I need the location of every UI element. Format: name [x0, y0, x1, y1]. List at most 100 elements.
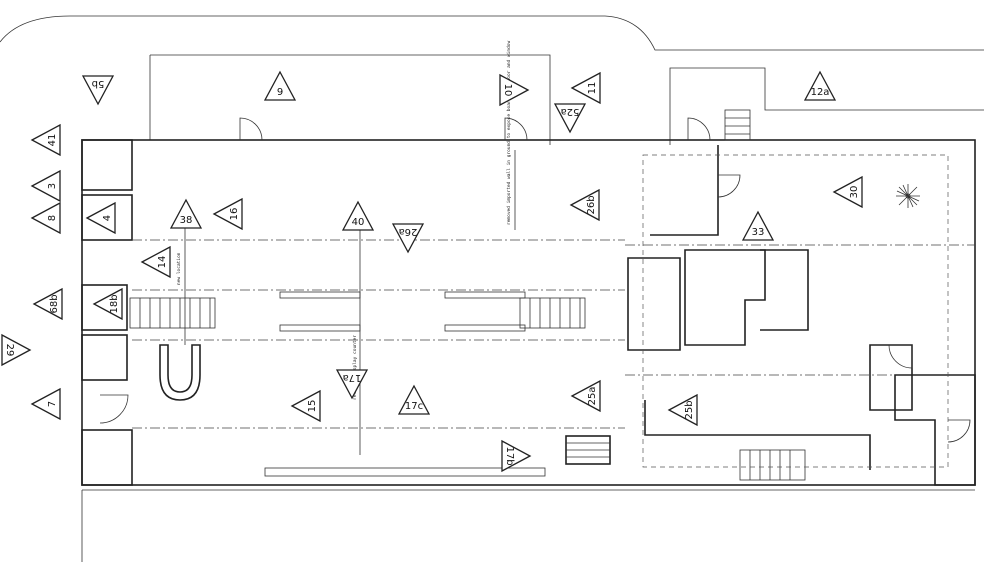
keynote-triangle — [803, 70, 837, 101]
west-stair — [129, 297, 216, 329]
keynote-15: 15 — [290, 389, 321, 423]
keynote-41: 41 — [30, 123, 61, 157]
keynote-label: 17a — [343, 372, 362, 383]
east-room-partition-3 — [760, 249, 809, 331]
keynote-triangle — [1, 333, 32, 367]
keynote-triangle — [140, 245, 171, 279]
keynote-triangle — [212, 197, 243, 231]
keynote-triangle — [832, 175, 863, 209]
counter-lower-right — [444, 324, 526, 332]
keynote-30: 30 — [832, 175, 863, 209]
keynote-68b: 68b — [32, 287, 63, 321]
keynote-label: 25a — [587, 387, 598, 406]
site-boundary — [0, 15, 984, 51]
keynote-label: 41 — [47, 134, 58, 147]
ceiling-fixture-icon — [896, 184, 920, 208]
keynote-40: 40 — [341, 200, 375, 231]
keynote-33: 33 — [741, 210, 775, 241]
keynote-triangle — [391, 223, 425, 254]
south-display-counter — [264, 467, 546, 477]
note-new-location: new location — [176, 252, 182, 285]
east-lower-rooms — [869, 344, 913, 411]
keynote-5b: 5b — [81, 75, 115, 106]
keynote-17c: 17c — [397, 384, 431, 415]
door-east-south — [947, 419, 971, 443]
keynote-triangle — [169, 198, 203, 229]
keynote-triangle — [569, 188, 600, 222]
site-boundary-inner — [150, 54, 551, 145]
keynote-label: 52a — [561, 106, 580, 117]
keynote-52a: 52a — [553, 103, 587, 134]
east-dashed-zone — [642, 154, 949, 468]
keynote-triangle — [397, 384, 431, 415]
keynote-label: 15 — [307, 400, 318, 413]
keynote-26a: 26a — [391, 223, 425, 254]
keynote-label: 5b — [92, 78, 105, 89]
keynote-triangle — [570, 379, 601, 413]
keynote-12a: 12a — [803, 70, 837, 101]
keynote-triangle — [667, 393, 698, 427]
keynote-label: 16 — [229, 208, 240, 221]
east-lower-rooms-2 — [894, 374, 976, 486]
vestibule-cell-2 — [81, 194, 133, 241]
note-removed-wall: removed imported wall in ground to expos… — [506, 40, 512, 225]
keynote-triangle — [30, 387, 61, 421]
south-stair — [565, 435, 611, 465]
keynote-label: 10 — [502, 84, 513, 97]
keynote-29: 29 — [1, 333, 32, 367]
keynote-9: 9 — [263, 70, 297, 101]
keynote-triangle — [81, 75, 115, 106]
vestibule-cell-4 — [81, 334, 128, 381]
keynote-triangle — [290, 389, 321, 423]
counter-upper-right — [444, 291, 526, 299]
keynote-8: 8 — [30, 201, 61, 235]
keynote-label: 26a — [399, 226, 418, 237]
keynote-triangle — [501, 439, 532, 473]
keynote-triangle — [553, 103, 587, 134]
keynote-7: 7 — [30, 387, 61, 421]
east-upper-partition — [650, 145, 719, 236]
keynote-label: 26b — [586, 195, 597, 214]
keynote-triangle — [263, 70, 297, 101]
keynote-label: 17c — [405, 401, 423, 412]
door-north-3 — [687, 117, 711, 141]
center-stair — [519, 297, 586, 329]
keynote-triangle — [30, 201, 61, 235]
upper-right-annex — [669, 67, 984, 145]
keynote-label: 8 — [47, 215, 58, 221]
east-room-partition-2 — [684, 249, 766, 346]
vestibule-cell-5 — [81, 429, 133, 486]
counter-lower-left — [279, 324, 361, 332]
keynote-label: 40 — [352, 217, 365, 228]
keynote-label: 33 — [752, 227, 765, 238]
keynote-25b: 25b — [667, 393, 698, 427]
keynote-11: 11 — [570, 71, 601, 105]
keynote-4: 4 — [85, 201, 116, 235]
keynote-17a: 17a — [335, 369, 369, 400]
east-south-partition — [644, 400, 871, 470]
keynote-18b: 18b — [92, 287, 123, 321]
door-north-1 — [239, 117, 263, 141]
keynote-17b: 17b — [501, 439, 532, 473]
keynote-label: 38 — [180, 215, 193, 226]
door-north-2 — [504, 117, 528, 141]
keynote-triangle — [30, 169, 61, 203]
east-stair — [739, 449, 806, 481]
keynote-triangle — [499, 73, 530, 107]
keynote-label: 25b — [684, 400, 695, 419]
keynote-label: 3 — [47, 183, 58, 189]
note-relocate-counter: relocate display counter — [352, 335, 358, 400]
keynote-label: 11 — [587, 82, 598, 95]
keynote-triangle — [85, 201, 116, 235]
keynote-10: 10 — [499, 73, 530, 107]
keynote-triangle — [741, 210, 775, 241]
keynote-label: 68b — [49, 294, 60, 313]
keynote-label: 18b — [109, 294, 120, 313]
counter-upper-left — [279, 291, 361, 299]
keynote-3: 3 — [30, 169, 61, 203]
keynote-16: 16 — [212, 197, 243, 231]
east-room-partition — [627, 257, 681, 351]
keynote-label: 7 — [47, 401, 58, 407]
vestibule-cell-3 — [81, 284, 128, 331]
